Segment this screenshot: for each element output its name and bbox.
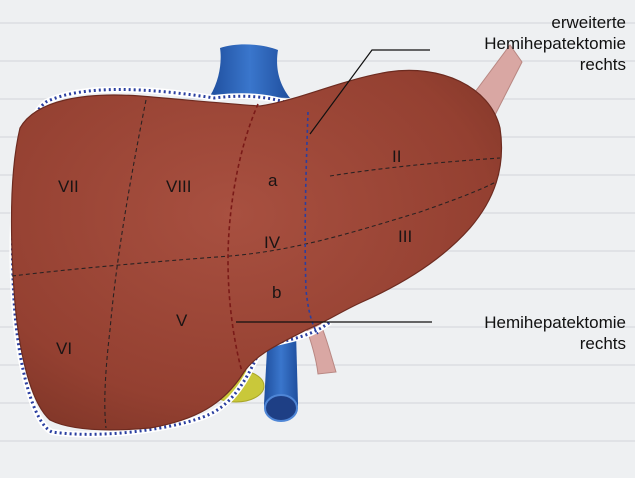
label-extended-line2: Hemihepatektomie: [420, 33, 626, 54]
segment-label-III: III: [398, 227, 412, 246]
segment-label-VII: VII: [58, 177, 79, 196]
label-standard-line2: rechts: [420, 333, 626, 354]
label-standard-line1: Hemihepatektomie: [420, 312, 626, 333]
segment-label-IV: IV: [264, 233, 281, 252]
segment-label-II: II: [392, 147, 401, 166]
segment-label-IVa: a: [268, 171, 278, 190]
segment-label-VI: VI: [56, 339, 72, 358]
segment-label-V: V: [176, 311, 188, 330]
label-extended-hemihepatectomy: erweiterte Hemihepatektomie rechts: [420, 12, 626, 75]
segment-label-IVb: b: [272, 283, 281, 302]
label-hemihepatectomy: Hemihepatektomie rechts: [420, 312, 626, 354]
label-extended-line1: erweiterte: [420, 12, 626, 33]
vena-cava-top: [210, 44, 290, 98]
segment-label-VIII: VIII: [166, 177, 192, 196]
portal-vein-lumen: [265, 395, 297, 421]
label-extended-line3: rechts: [420, 54, 626, 75]
